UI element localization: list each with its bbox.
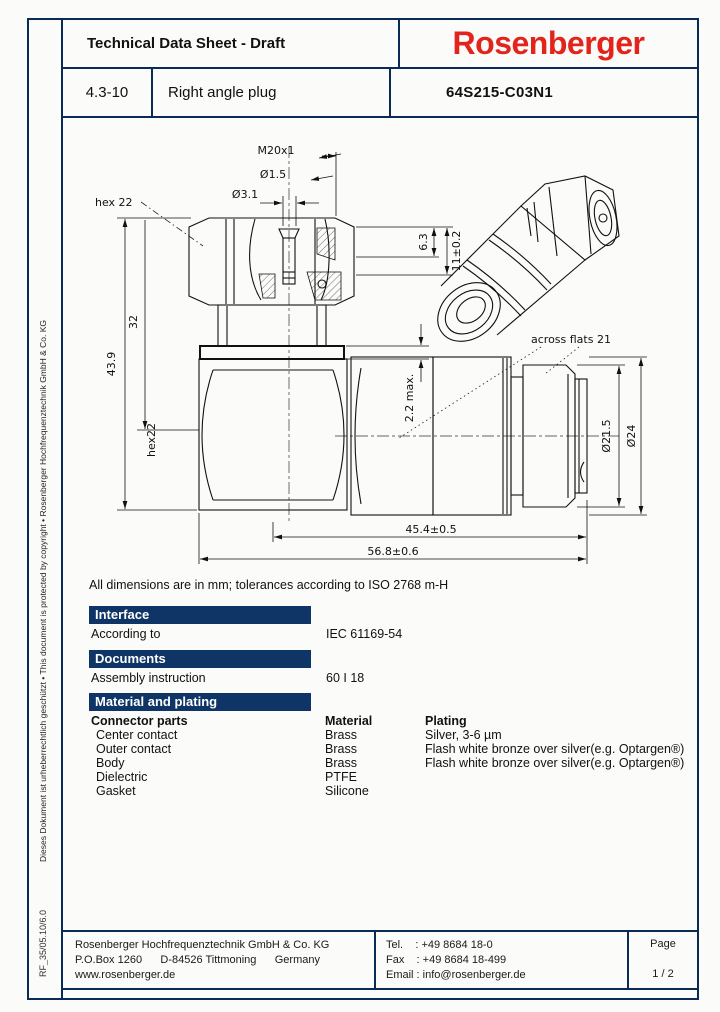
section-header-materials: Material and plating: [89, 693, 311, 711]
rosenberger-logo: Rosenberger: [452, 25, 645, 61]
material-part: Body: [96, 756, 125, 770]
across-flats-callout: across flats 21: [398, 333, 611, 439]
dim-label-across-flats: across flats 21: [531, 333, 611, 346]
materials-row: Gasket Silicone: [91, 784, 687, 798]
dim-label-height2: 32: [127, 315, 140, 329]
header-row-product: 4.3-10 Right angle plug 64S215-C03N1: [63, 69, 697, 118]
header-row-title: Technical Data Sheet - Draft Rosenberger: [63, 20, 697, 69]
product-description: Right angle plug: [153, 69, 391, 116]
section-header-documents: Documents: [89, 650, 311, 668]
material-plating: [425, 770, 687, 784]
materials-col-plating: Plating: [425, 714, 467, 728]
dimensions-right: Ø21.5 Ø24: [577, 356, 647, 516]
material-plating: Flash white bronze over silver(e.g. Opta…: [425, 756, 685, 770]
footer-fax: Fax : +49 8684 18-499: [386, 954, 507, 966]
main-area: M20x1 Ø1.5 Ø3.1 hex 22: [63, 118, 697, 930]
sidebar: Dieses Dokument ist urheberrechtlich ges…: [29, 20, 63, 998]
material-part: Outer contact: [96, 742, 172, 756]
form-reference-text: RF_35/05.10/6.0: [38, 909, 48, 977]
document-title: Technical Data Sheet - Draft: [63, 20, 400, 67]
section-documents: Documents Assembly instruction 60 I 18: [89, 650, 687, 686]
material-material: Brass: [325, 742, 357, 756]
footer-email: Email : info@rosenberger.de: [386, 969, 526, 981]
dim-label-flange: 2.2 max.: [403, 374, 416, 422]
material-part: Center contact: [96, 728, 178, 742]
footer-contact-block: Tel. : +49 8684 18-0 Fax : +49 8684 18-4…: [376, 932, 629, 988]
dimensions-top: M20x1 Ø1.5 Ø3.1: [232, 144, 342, 226]
footer: Rosenberger Hochfrequenztechnik GmbH & C…: [63, 930, 697, 990]
dim-label-hex-nut: hex 22: [95, 196, 133, 209]
footer-company-address: P.O.Box 1260 D-84526 Tittmoning Germany: [75, 954, 320, 966]
side-view: [350, 356, 588, 516]
section-interface: Interface According to IEC 61169-54: [89, 606, 687, 642]
documents-row: Assembly instruction 60 I 18: [91, 671, 687, 686]
material-material: PTFE: [325, 770, 357, 784]
page-frame: Dieses Dokument ist urheberrechtlich ges…: [27, 18, 699, 1000]
documents-value: 60 I 18: [326, 671, 365, 685]
front-view: [198, 358, 348, 511]
interface-row: According to IEC 61169-54: [91, 627, 687, 642]
interface-value: IEC 61169-54: [326, 627, 403, 641]
materials-row: Body Brass Flash white bronze over silve…: [91, 756, 687, 770]
material-plating: Flash white bronze over silver(e.g. Opta…: [425, 742, 685, 756]
material-material: Silicone: [325, 784, 369, 798]
materials-row: Center contact Brass Silver, 3-6 µm: [91, 728, 687, 742]
materials-row: Dielectric PTFE: [91, 770, 687, 784]
materials-col-part: Connector parts: [91, 714, 188, 728]
dim-label-dia-pin: Ø1.5: [260, 168, 286, 181]
dim-label-dia-nut: Ø21.5: [600, 419, 613, 452]
material-plating: Silver, 3-6 µm: [425, 728, 502, 742]
material-plating: [425, 784, 687, 798]
section-materials: Material and plating Connector parts Mat…: [89, 693, 687, 798]
copyright-vertical-text: Dieses Dokument ist urheberrechtlich ges…: [38, 319, 48, 862]
technical-drawing: M20x1 Ø1.5 Ø3.1 hex 22: [95, 144, 647, 564]
dim-label-hex-body: hex22: [145, 423, 158, 457]
material-material: Brass: [325, 756, 357, 770]
material-part: Dielectric: [96, 770, 148, 784]
materials-row: Outer contact Brass Flash white bronze o…: [91, 742, 687, 756]
documents-label: Assembly instruction: [91, 671, 206, 685]
hex-nut-callout: hex 22: [95, 196, 204, 247]
centerlines: [288, 146, 619, 524]
section-header-interface: Interface: [89, 606, 311, 624]
dimensions-note: All dimensions are in mm; tolerances acc…: [89, 578, 449, 592]
materials-header-row: Connector parts Material Plating: [91, 714, 687, 728]
dim-label-height: 43.9: [105, 352, 118, 377]
section-view: [188, 217, 355, 360]
dim-label-depth2: 11±0.2: [450, 231, 463, 272]
materials-col-material: Material: [325, 714, 373, 728]
connector-series: 4.3-10: [63, 69, 153, 116]
footer-page-value: 1 / 2: [652, 968, 674, 980]
dimensions-left: 43.9 32 hex22: [105, 217, 199, 511]
dim-label-thread: M20x1: [258, 144, 295, 157]
interface-label: According to: [91, 627, 161, 641]
footer-page-block: Page 1 / 2: [629, 932, 697, 988]
part-number: 64S215-C03N1: [446, 84, 554, 101]
content-column: Technical Data Sheet - Draft Rosenberger…: [63, 20, 697, 998]
footer-tel: Tel. : +49 8684 18-0: [386, 939, 493, 951]
dim-label-length1: 45.4±0.5: [405, 523, 456, 536]
footer-page-label: Page: [650, 938, 676, 950]
dimensions-bottom: 45.4±0.5 56.8±0.6: [198, 500, 588, 564]
dim-label-depth1: 6.3: [417, 233, 430, 251]
dim-label-dia-body: Ø24: [625, 425, 638, 448]
dimensions-middle: 6.3 11±0.2 2.2 max.: [346, 226, 463, 422]
dim-label-length2: 56.8±0.6: [367, 545, 418, 558]
material-part: Gasket: [96, 784, 136, 798]
footer-company-website: www.rosenberger.de: [75, 969, 176, 981]
footer-company-name: Rosenberger Hochfrequenztechnik GmbH & C…: [75, 939, 330, 951]
iso-view: [437, 175, 620, 342]
dim-label-dia-bore: Ø3.1: [232, 188, 258, 201]
footer-company-block: Rosenberger Hochfrequenztechnik GmbH & C…: [63, 932, 376, 988]
material-material: Brass: [325, 728, 357, 742]
